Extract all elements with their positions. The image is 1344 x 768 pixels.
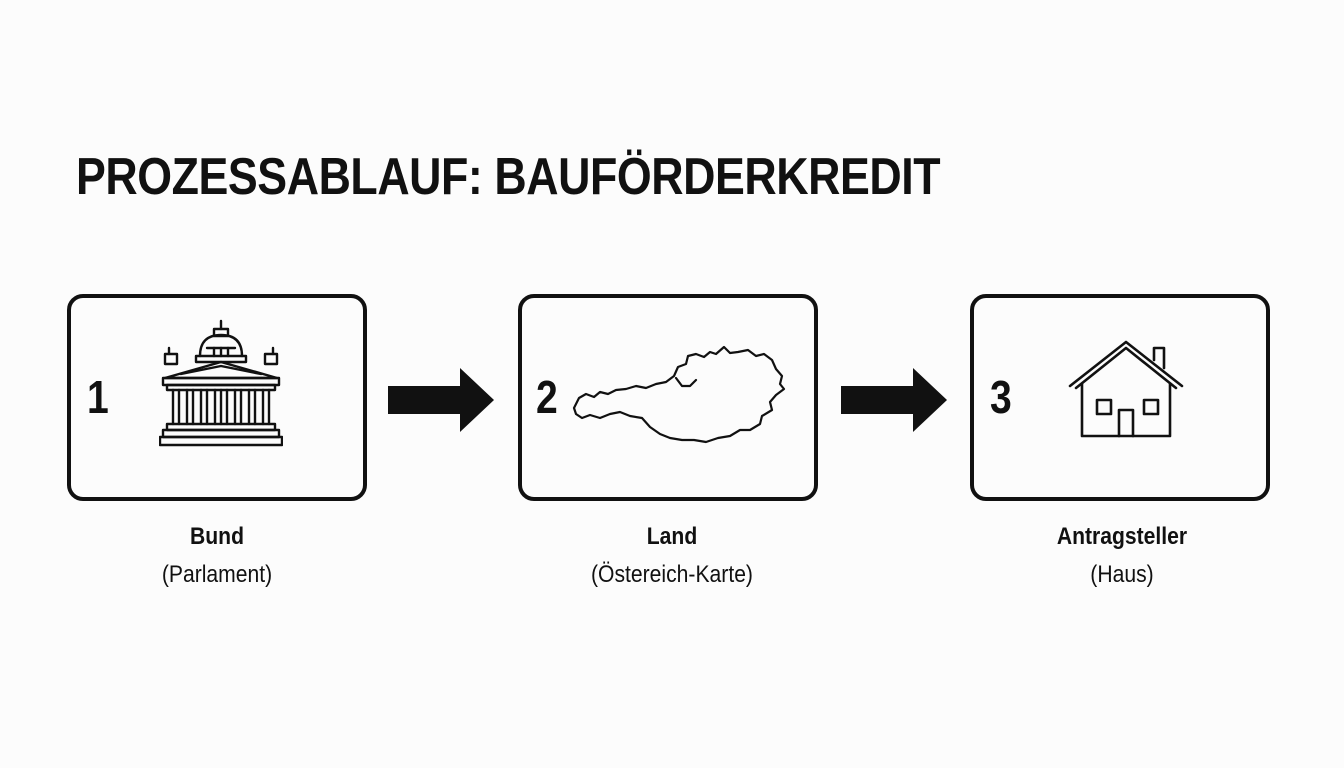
diagram-title: PROZESSABLAUF: BAUFÖRDERKREDIT: [76, 148, 941, 206]
arrow-right-icon: [388, 368, 494, 432]
step-detail: (Östereich-Karte): [591, 561, 753, 588]
step-box-land: 2: [518, 294, 818, 501]
step-detail: (Parlament): [161, 561, 273, 588]
step-caption-antragsteller: Antragsteller (Haus): [972, 518, 1272, 594]
step-name: Antragsteller: [1056, 523, 1188, 550]
step-number: 1: [87, 371, 109, 423]
step-name: Bund: [190, 523, 244, 550]
step-detail: (Haus): [1090, 561, 1154, 588]
step-caption-bund: Bund (Parlament): [67, 518, 367, 594]
parliament-icon: [159, 319, 283, 447]
step-box-antragsteller: 3: [970, 294, 1270, 501]
step-number: 3: [990, 371, 1012, 423]
step-number: 2: [536, 371, 558, 423]
house-icon: [1068, 340, 1184, 438]
step-caption-land: Land (Östereich-Karte): [522, 518, 822, 594]
austria-map-icon: [572, 345, 786, 444]
step-name: Land: [646, 523, 698, 550]
arrow-right-icon: [841, 368, 947, 432]
step-box-bund: 1: [67, 294, 367, 501]
